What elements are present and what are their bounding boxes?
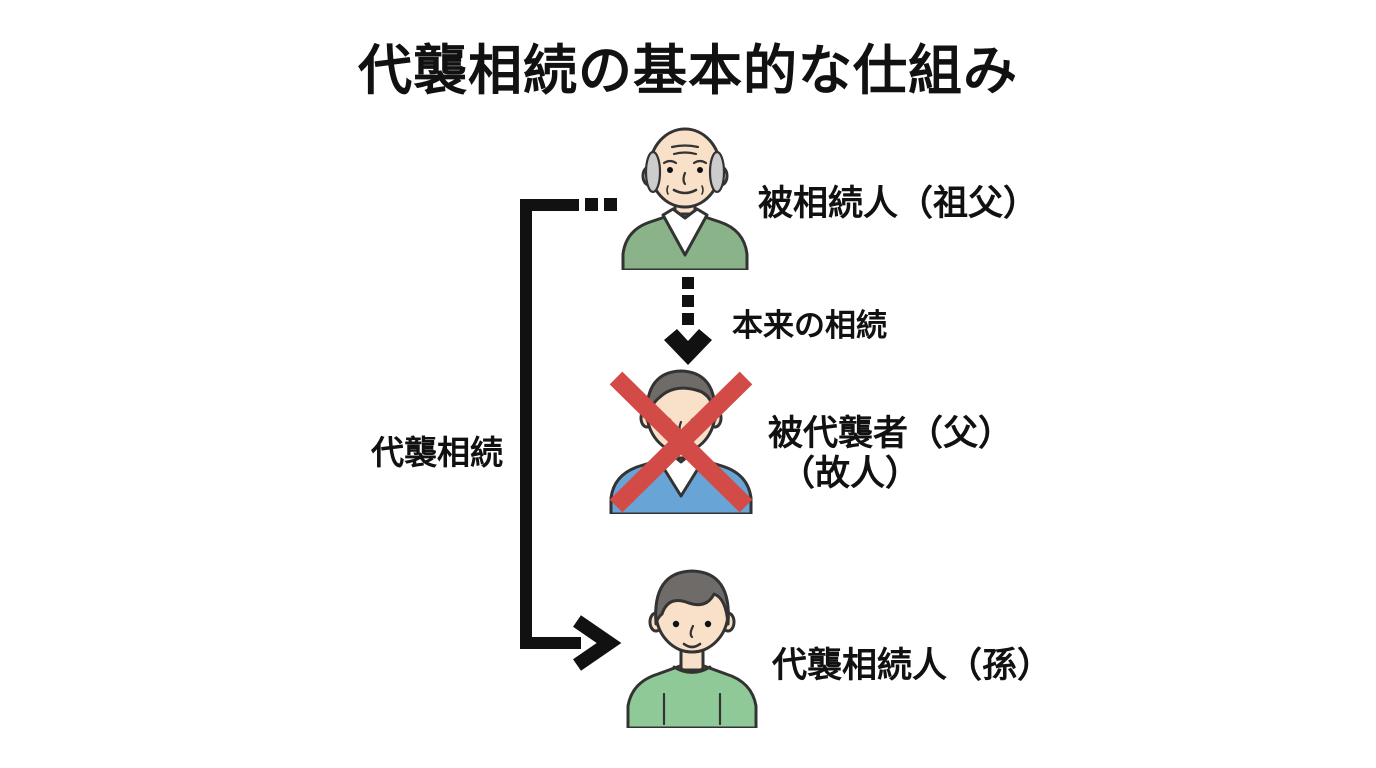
grandfather-label: 被相続人（祖父） [758, 184, 1039, 223]
grandfather-collar [661, 207, 709, 257]
grandfather-eye-right [697, 167, 703, 173]
father-avatar [609, 369, 753, 514]
grandson-nose [689, 624, 695, 639]
grandson-eye-left [672, 620, 680, 628]
diagram-title: 代襲相続の基本的な仕組み [358, 41, 1018, 101]
father-label-line2: （故人） [780, 454, 921, 494]
grandfather-hair-left [644, 150, 662, 194]
grandson-shirt [626, 664, 758, 728]
grandfather-cheek-lines [666, 185, 704, 195]
father-label: 被代襲者（父） （故人） [768, 414, 1013, 495]
grandfather-eyebrows [662, 159, 708, 165]
arrowhead-right [573, 615, 622, 671]
bracket-line [520, 199, 581, 649]
father-label-line1: 被代襲者（父） [768, 414, 1014, 453]
grandson-mouth [682, 642, 702, 649]
grandson-avatar [626, 569, 758, 728]
substitute-inheritance-arrow-icon [520, 198, 622, 671]
red-x-icon [609, 371, 753, 513]
grandson-label: 代襲相続人（孫） [772, 646, 1053, 685]
grandfather-hair-right [708, 150, 726, 194]
grandson-eye-right [704, 620, 712, 628]
grandfather-nose [682, 171, 687, 186]
original-inheritance-arrow-icon [664, 277, 712, 365]
grandfather-forehead-wrinkles [670, 144, 700, 156]
grandson-shirt-folds [662, 692, 722, 726]
grandfather-eye-left [667, 167, 673, 173]
original-inheritance-label: 本来の相続 [732, 308, 887, 343]
substitute-inheritance-label: 代襲相続 [371, 434, 503, 471]
grandson-neckline [672, 665, 712, 674]
grandfather-mouth [672, 188, 698, 195]
arrowhead-down [664, 329, 712, 365]
grandson-hair [654, 569, 730, 626]
grandfather-avatar [621, 127, 749, 270]
